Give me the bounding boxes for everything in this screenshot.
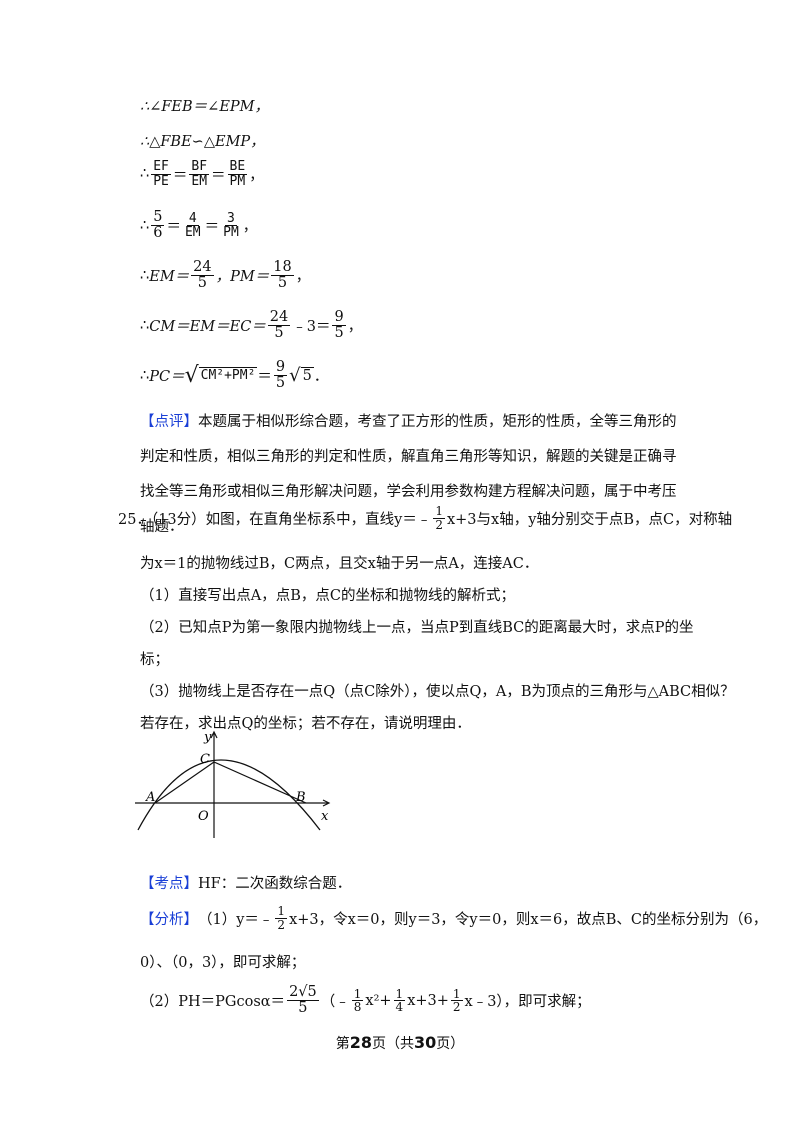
step-similar: ∴△FBE∽△EMP， [140, 130, 265, 151]
review-paragraph: 【点评】本题属于相似形综合题，考查了正方形的性质，矩形的性质，全等三角形的判定和… [140, 405, 680, 545]
step-text: ∴∠FEB＝∠EPM， [140, 99, 270, 115]
sqrt-expression: √CM²+PM² [184, 362, 258, 388]
question-2: （2）已知点P为第一象限内抛物线上一点，当点P到直线BC的距离最大时，求点P的坐 [140, 620, 694, 636]
step-angle-equal: ∴∠FEB＝∠EPM， [140, 95, 269, 116]
question-3: （3）抛物线上是否存在一点Q（点C除外），使以点Q，A，B为顶点的三角形与△AB… [140, 684, 735, 700]
kaodian-line: 【考点】HF：二次函数综合题． [140, 872, 351, 893]
label-a: A [145, 790, 155, 805]
question-3-cont: 若存在，求出点Q的坐标；若不存在，请说明理由． [140, 716, 471, 732]
sqrt-expression: √5 [289, 364, 314, 386]
parabola-figure: y C A B O x [135, 730, 331, 838]
step-text: ∴△FBE∽△EMP， [140, 134, 265, 150]
review-tag: 【点评】 [140, 414, 198, 430]
kaodian-tag: 【考点】 [140, 876, 198, 892]
page-total: 30 [414, 1033, 437, 1052]
page-number: 28 [349, 1033, 372, 1052]
label-y: y [203, 730, 212, 745]
x-axis-arrow [322, 799, 331, 807]
label-o: O [198, 809, 209, 824]
label-b: B [295, 790, 306, 805]
analysis-line2: 0）、（0，3），即可求解； [140, 955, 306, 971]
review-text: 本题属于相似形综合题，考查了正方形的性质，矩形的性质，全等三角形的判定和性质，相… [140, 414, 677, 535]
label-c: C [200, 752, 210, 767]
segment-cb [213, 761, 307, 804]
y-axis-arrow [210, 730, 218, 739]
analysis-tag: 【分析】 [140, 911, 198, 928]
parabola [137, 759, 321, 831]
segment-ac [154, 761, 215, 804]
question-1: （1）直接写出点A，点B，点C的坐标和抛物线的解析式； [140, 588, 515, 604]
label-x: x [321, 809, 329, 824]
question-2-cont: 标； [140, 652, 169, 668]
problem-25-line2: 为x＝1的抛物线过B，C两点，且交x轴于另一点A，连接AC． [140, 556, 539, 572]
page-footer: 第28页（共30页） [335, 1033, 465, 1052]
